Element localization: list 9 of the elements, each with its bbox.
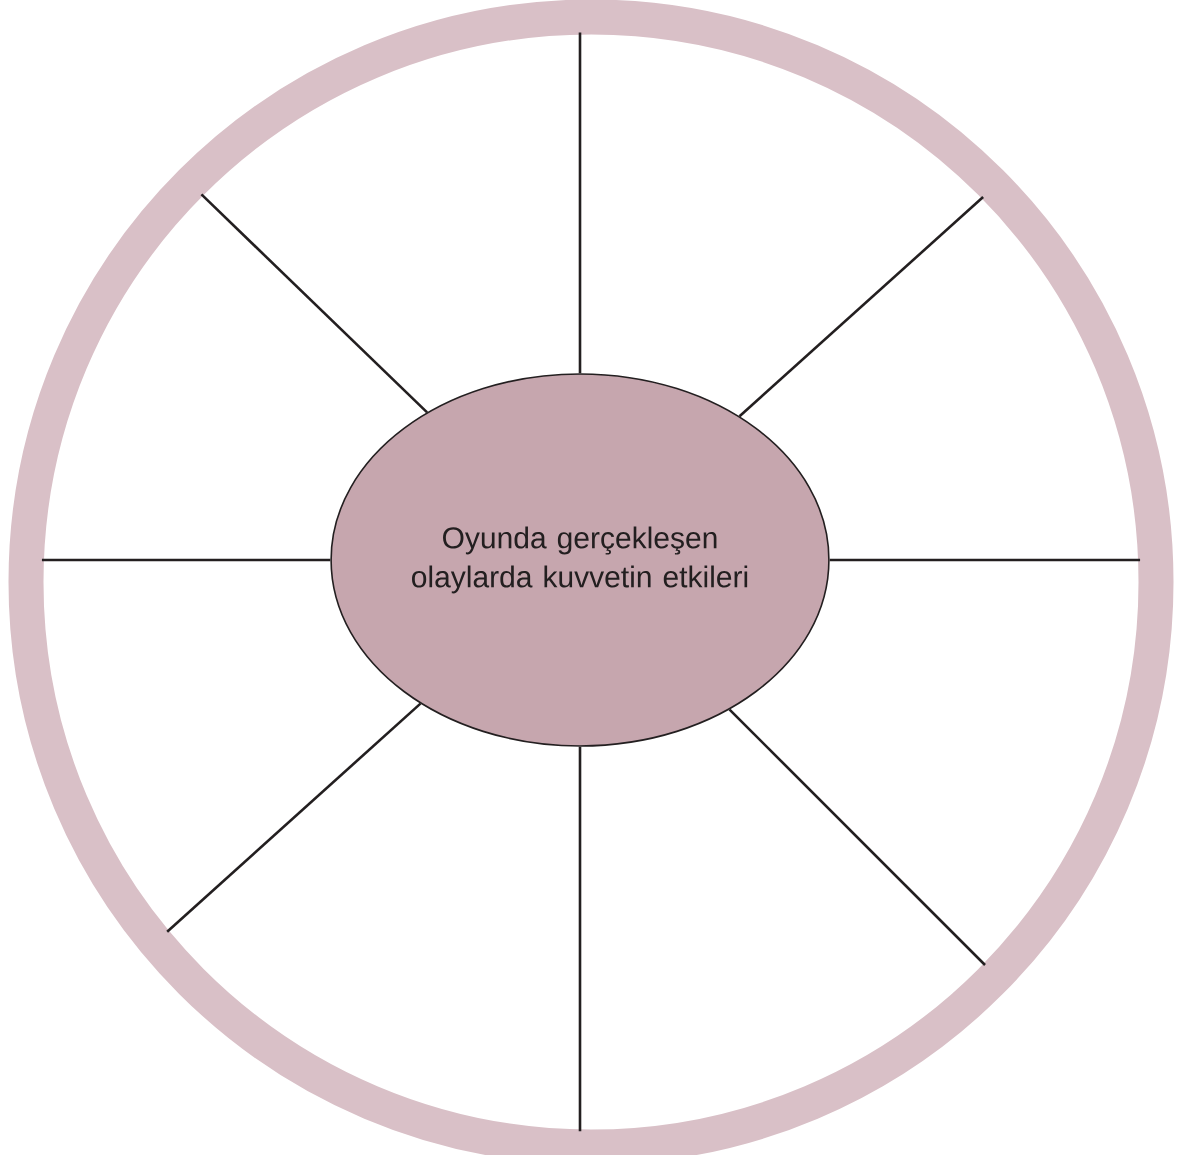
spoke-line [829,558,1141,562]
spoke-line [578,746,582,1132]
spoke-line [738,196,984,418]
spoke-line [200,193,428,414]
spoke-line [41,558,331,562]
spoke-line [578,32,582,374]
spoke-line [166,702,422,933]
outer-ring [8,0,1174,1155]
spoke-line [728,708,986,966]
